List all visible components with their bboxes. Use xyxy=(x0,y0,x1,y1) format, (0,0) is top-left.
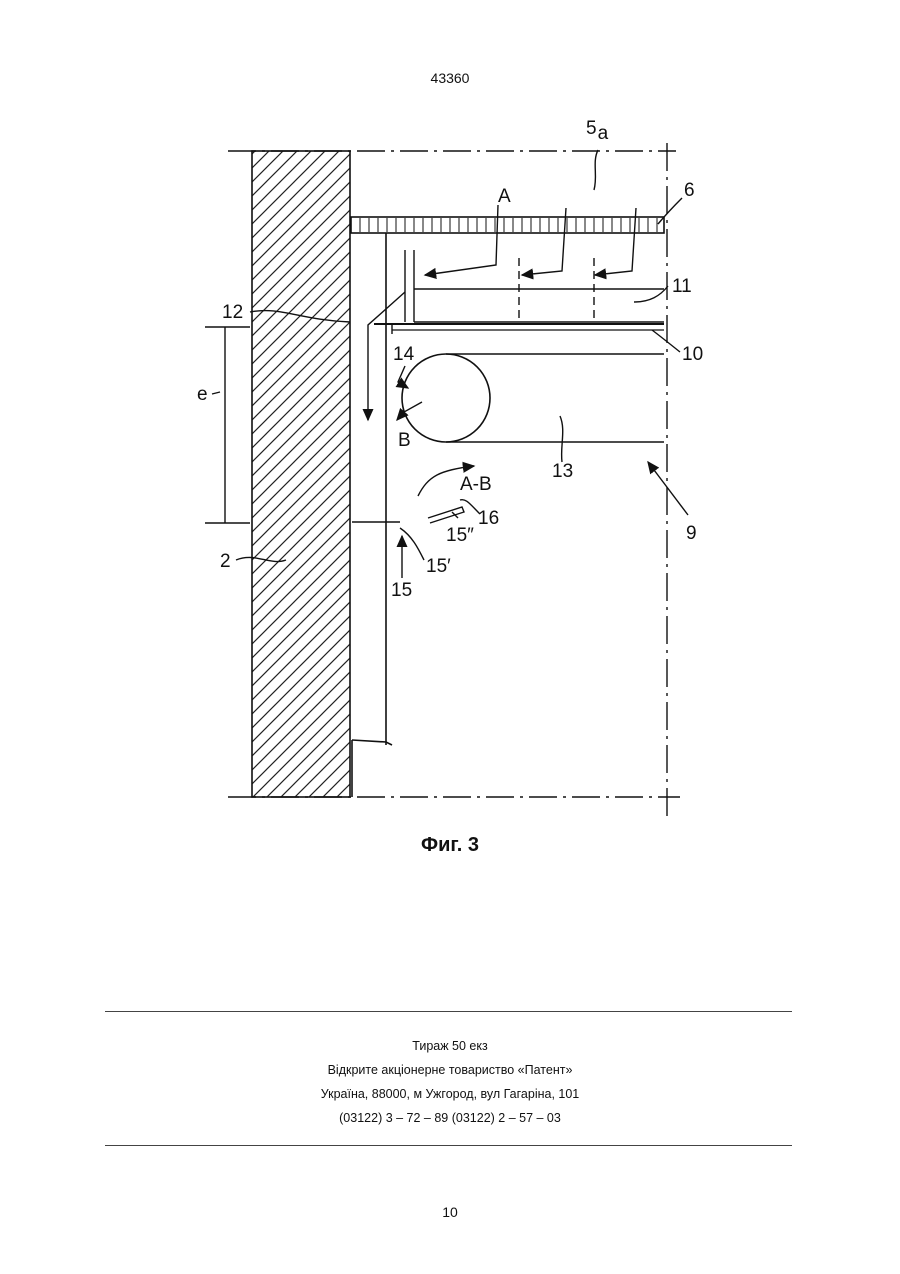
deflector-tab xyxy=(428,507,464,523)
label-15: 15 xyxy=(391,580,412,601)
leader-13 xyxy=(560,416,563,462)
label-16: 16 xyxy=(478,508,499,529)
leader-5a xyxy=(594,150,598,190)
label-e: e xyxy=(197,384,208,405)
arrow-9 xyxy=(648,462,688,515)
label-15d: 15′ xyxy=(426,556,451,577)
label-14: 14 xyxy=(393,344,415,365)
label-5a: 5a xyxy=(586,118,609,144)
label-10: 10 xyxy=(682,344,703,365)
imprint-divider-top xyxy=(105,1011,792,1012)
leader-15d xyxy=(400,528,424,560)
label-2: 2 xyxy=(220,551,231,572)
label-9: 9 xyxy=(686,523,697,544)
label-11: 11 xyxy=(672,276,692,297)
figure-caption: Фиг. 3 xyxy=(0,834,900,857)
label-A: A xyxy=(498,186,511,207)
imprint-address: Україна, 88000, м Ужгород, вул Гагаріна,… xyxy=(0,1082,900,1106)
label-12: 12 xyxy=(222,302,243,323)
label-6: 6 xyxy=(684,180,695,201)
perforated-plate xyxy=(351,217,664,233)
imprint-publisher: Відкрите акціонерне товариство «Патент» xyxy=(0,1058,900,1082)
leader-10 xyxy=(652,330,680,352)
label-13: 13 xyxy=(552,461,573,482)
imprint-block: Тираж 50 екз Відкрите акціонерне товарис… xyxy=(0,1034,900,1130)
leader-6 xyxy=(658,198,682,224)
roller-circle xyxy=(402,354,490,442)
hatched-wall xyxy=(252,151,350,797)
label-B: B xyxy=(398,430,411,451)
label-15dd: 15″ xyxy=(446,525,474,546)
plate-perforations xyxy=(360,218,657,232)
imprint-divider-bottom xyxy=(105,1145,792,1146)
label-A-B: A-B xyxy=(460,474,492,495)
leader-e xyxy=(212,392,220,394)
page-number: 10 xyxy=(0,1204,900,1220)
imprint-phones: (03122) 3 – 72 – 89 (03122) 2 – 57 – 03 xyxy=(0,1106,900,1130)
imprint-circulation: Тираж 50 екз xyxy=(0,1034,900,1058)
flow-arrow-B xyxy=(397,402,422,420)
